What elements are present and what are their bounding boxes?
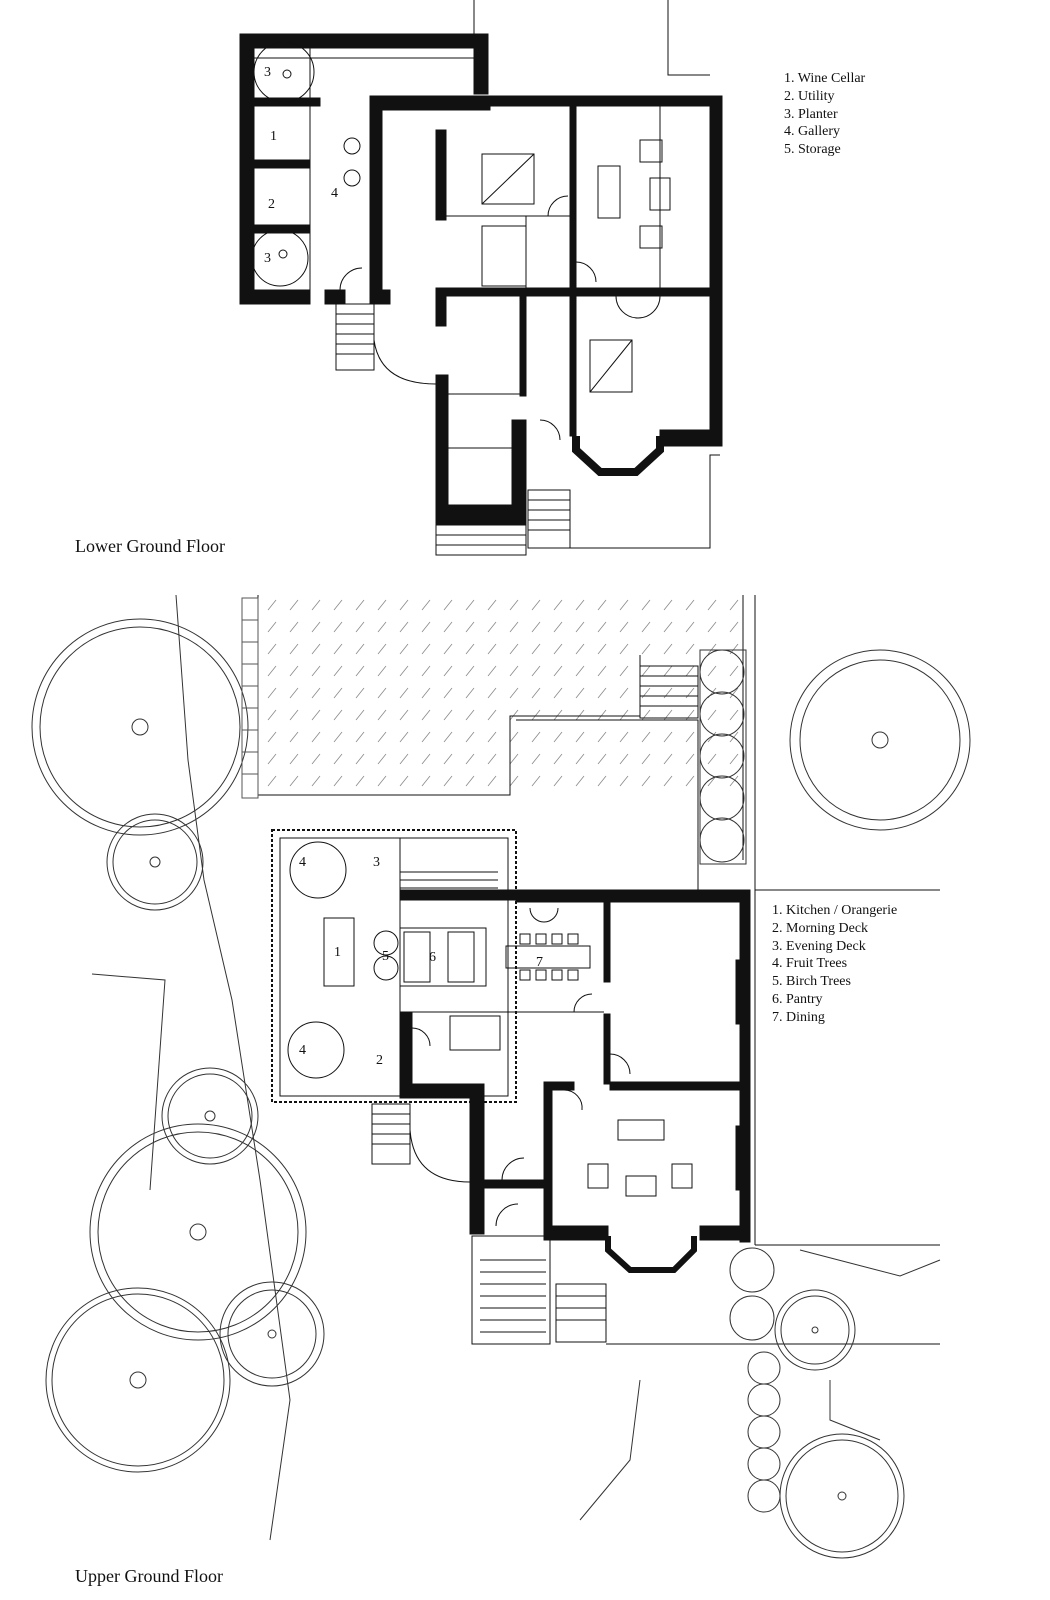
upper-ground-floor-plan [31, 594, 971, 1559]
lg-room-number-gallery: 4 [331, 186, 338, 201]
legend-item: 6. Pantry [772, 991, 823, 1007]
ug-main-north-wall [515, 889, 751, 903]
lg-rear-steps [435, 489, 571, 556]
ug-room-number-birch-trees: 5 [382, 949, 389, 964]
ug-garden-hatch [258, 595, 743, 795]
ug-room-number-evening-deck: 3 [373, 855, 380, 870]
ug-garden-trees-east [579, 649, 971, 1559]
upper-ground-floor-title: Upper Ground Floor [75, 1566, 223, 1586]
ug-fruit-tree-top [289, 841, 347, 899]
lg-room-number-planter-bottom: 3 [264, 251, 271, 266]
ug-rear-steps-top [639, 665, 699, 719]
lg-west-wall [239, 33, 255, 305]
legend-item: 1. Wine Cellar [784, 71, 866, 86]
ug-west-steps [371, 1103, 411, 1165]
ug-room-number-morning-deck: 2 [376, 1053, 383, 1068]
ug-evening-deck-stairs [400, 871, 498, 889]
legend-item: 4. Gallery [784, 124, 840, 140]
ug-birch-trees-1 [373, 930, 399, 956]
legend-item: 3. Evening Deck [772, 938, 866, 954]
ug-room-number-kitchen: 1 [334, 945, 341, 960]
ug-orangerie-frame [271, 829, 517, 1103]
lg-entry-steps [335, 303, 375, 371]
ug-main-east-wall [739, 889, 751, 1243]
legend-item: 7. Dining [772, 1009, 825, 1025]
lg-room-number-wine-cellar: 1 [270, 129, 277, 144]
ug-room-number-fruit-tree-top: 4 [299, 855, 306, 870]
ug-front-steps [471, 1235, 607, 1345]
ug-dining-table [505, 945, 591, 969]
lg-planter-top [253, 41, 315, 103]
ug-room-number-dining: 7 [536, 955, 543, 970]
lg-planter-bottom [251, 229, 309, 287]
lg-main-east-wall [709, 95, 723, 447]
ug-birch-trees-2 [373, 955, 399, 981]
lg-west-wing-walls [239, 33, 489, 49]
lg-room-number-utility: 2 [268, 197, 275, 212]
legend-item: 5. Birch Trees [772, 974, 851, 990]
lg-bay-window [572, 436, 664, 476]
lg-main-north-wall [489, 95, 723, 107]
legend-item: 4. Fruit Trees [772, 956, 848, 972]
legend-item: 1. Kitchen / Orangerie [772, 903, 898, 918]
lower-ground-legend: 1. Wine Cellar 2. Utility 3. Planter 4. … [784, 70, 865, 159]
lower-ground-floor-title: Lower Ground Floor [75, 536, 225, 556]
ug-room-number-pantry: 6 [429, 950, 436, 965]
legend-item: 2. Morning Deck [772, 920, 869, 936]
legend-item: 3. Planter [784, 106, 838, 122]
legend-item: 2. Utility [784, 88, 835, 104]
upper-ground-legend: 1. Kitchen / Orangerie 2. Morning Deck 3… [772, 902, 897, 1027]
ug-garden-trees-west [31, 594, 325, 1541]
legend-item: 5. Storage [784, 142, 841, 158]
lg-room-number-planter-top: 3 [264, 65, 271, 80]
ug-room-number-fruit-tree-bottom: 4 [299, 1043, 306, 1058]
ug-fruit-tree-bottom [287, 1021, 345, 1079]
lower-ground-floor-plan [239, 0, 723, 556]
ug-bay-window [605, 1236, 697, 1273]
